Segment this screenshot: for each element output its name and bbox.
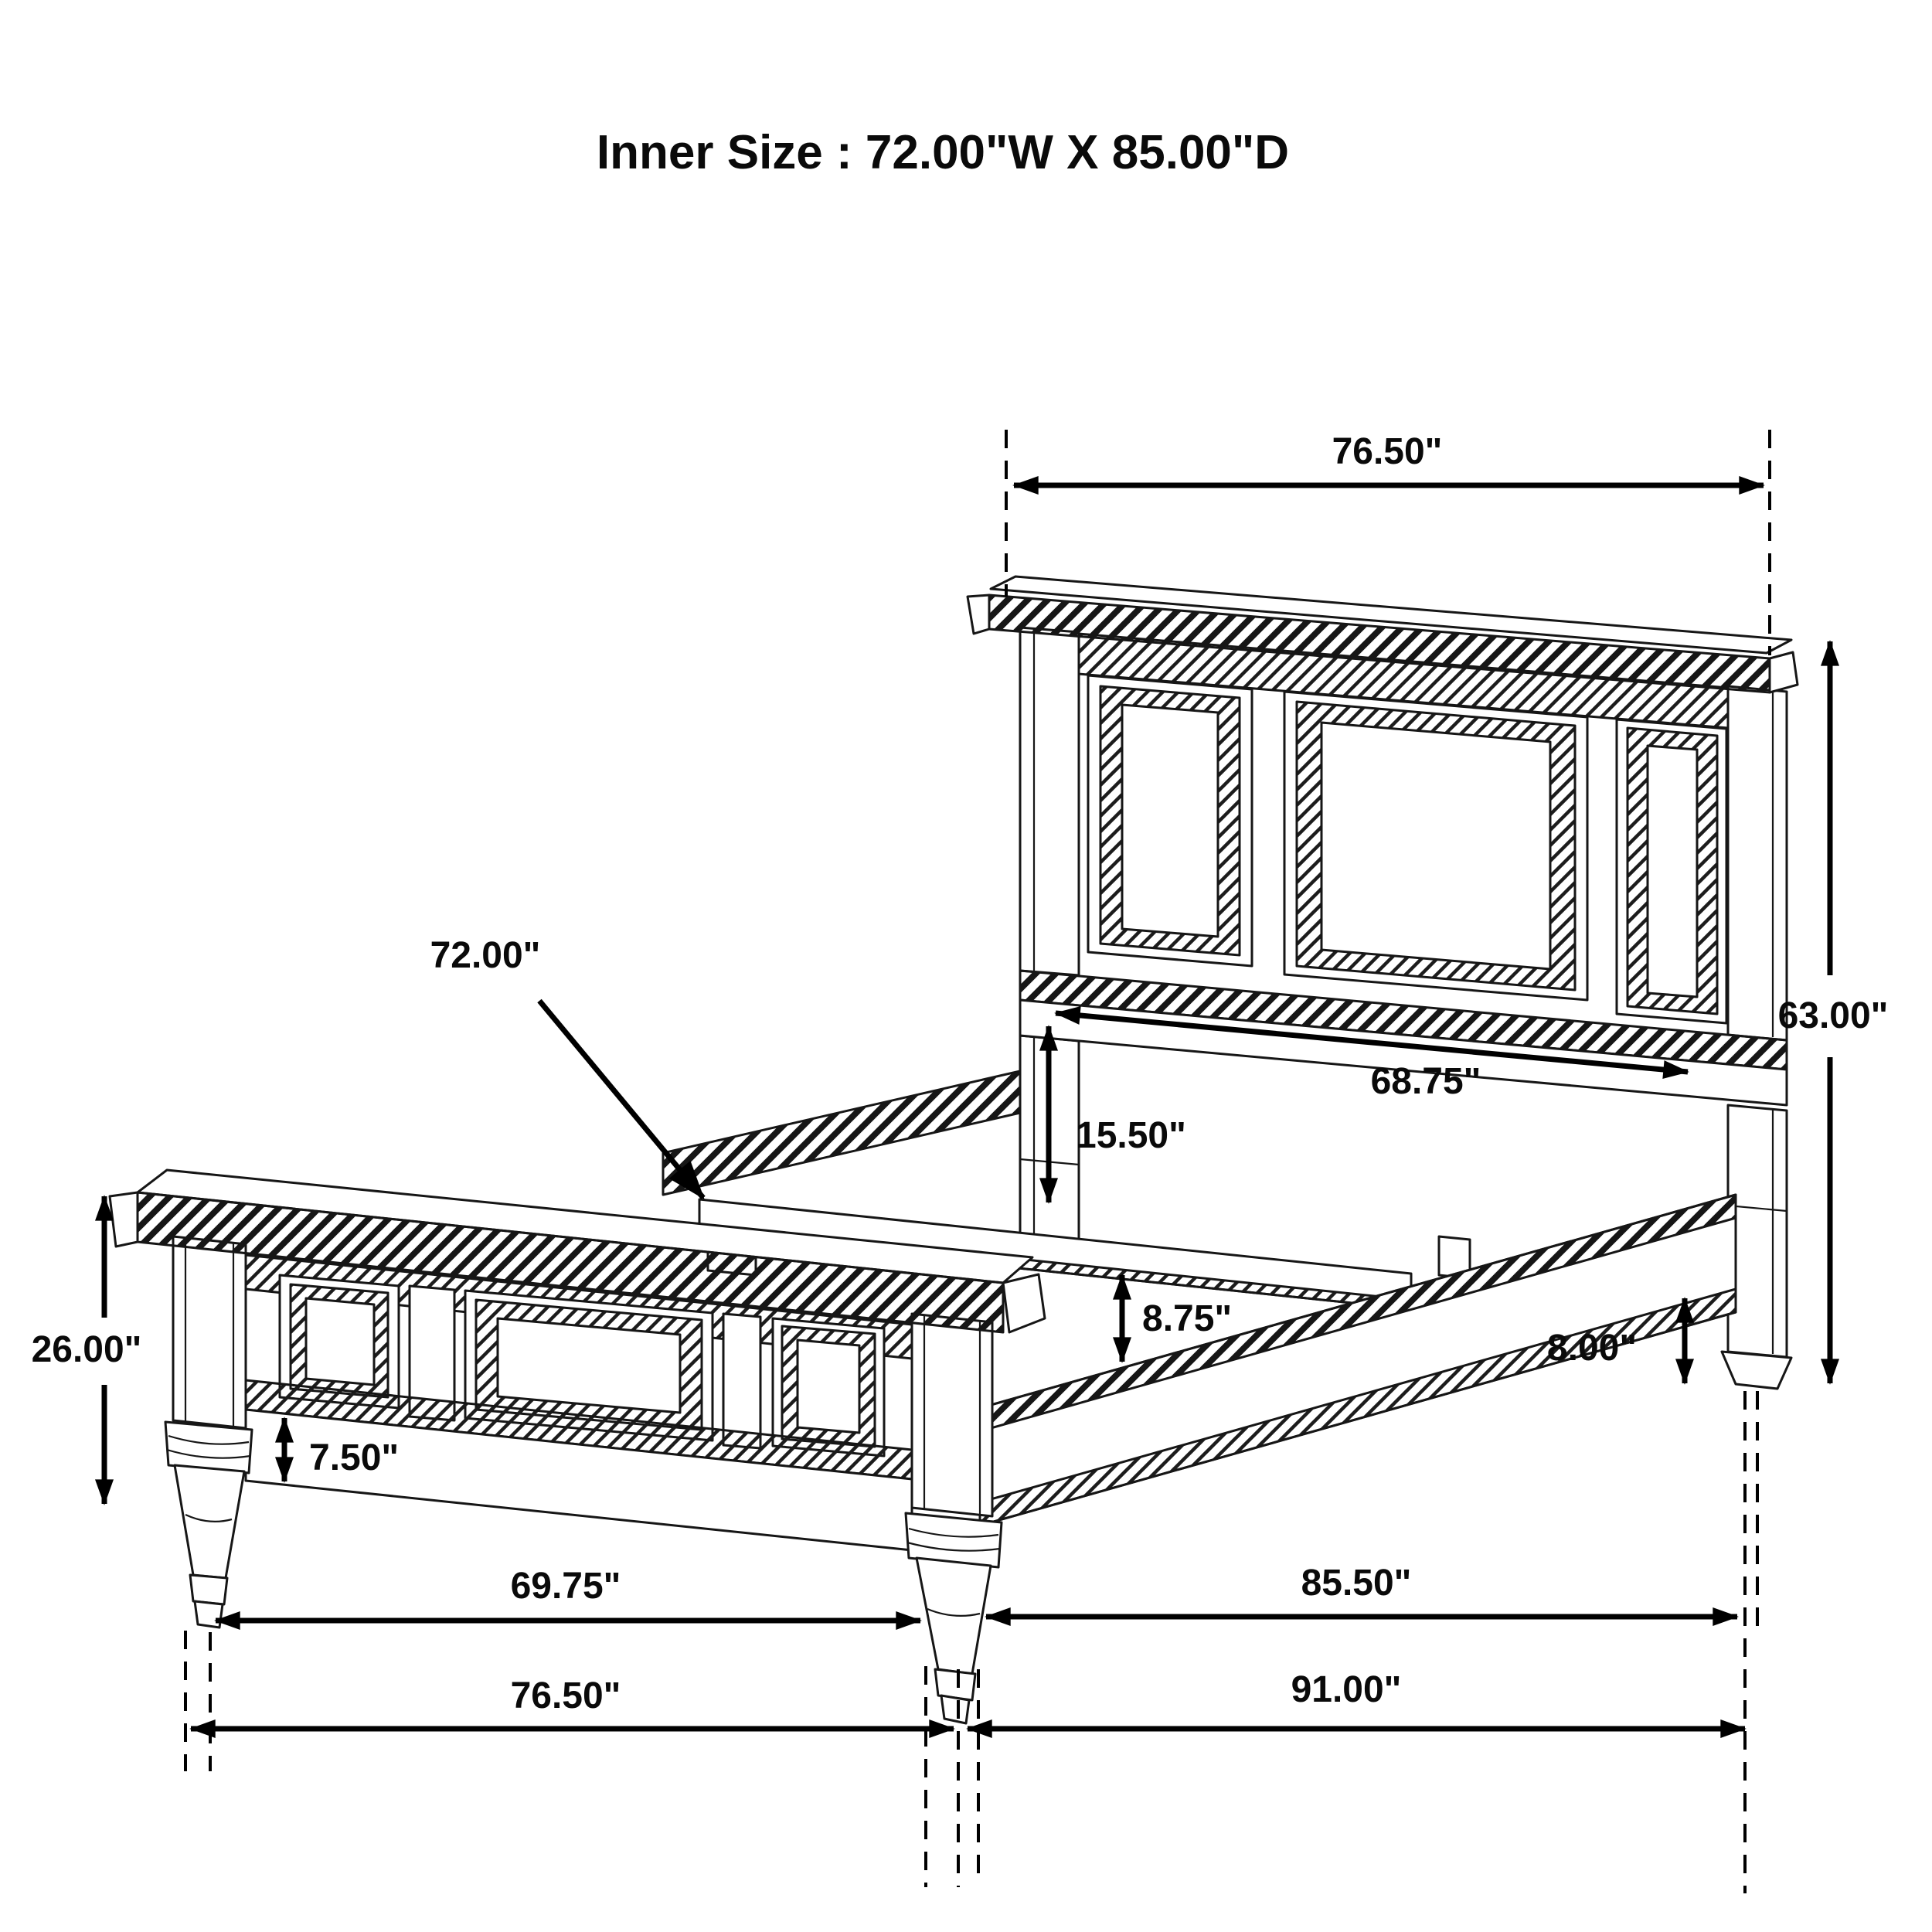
dimension-headboard-clearance: 15.50": [1039, 1025, 1186, 1204]
dimension-slat-height: 8.75": [1113, 1274, 1232, 1363]
footboard-center-panel: [464, 1289, 714, 1442]
headboard-cap-top: [989, 575, 1793, 655]
footboard-left-leg: [172, 1235, 247, 1430]
dimension-total-length: 91.00": [966, 1669, 1747, 1738]
dim-label-footboard-inner-width: 69.75": [511, 1566, 621, 1607]
dimension-footboard-height: 26.00": [32, 1195, 142, 1505]
dim-label-footboard-rail-height: 7.50": [309, 1437, 399, 1478]
dim-label-total-length: 91.00": [1291, 1669, 1402, 1710]
dimension-inner-rail-span: 68.75": [1054, 1005, 1689, 1102]
dimension-side-rail-length: 85.50": [985, 1563, 1739, 1626]
dimension-headboard-width: 76.50": [1012, 431, 1765, 495]
dim-label-side-rail-length: 85.50": [1301, 1563, 1412, 1604]
dimension-rail-floor-clearance: 8.00": [1547, 1297, 1694, 1385]
dim-label-rail-floor-clearance: 8.00": [1547, 1328, 1637, 1369]
dim-label-slat-width: 72.00": [430, 935, 541, 976]
dim-label-footboard-width: 76.50": [511, 1675, 621, 1716]
headboard-left-panel: [1087, 674, 1253, 968]
dim-label-footboard-height: 26.00": [32, 1329, 142, 1370]
projection-lines: [184, 430, 1771, 1893]
dimension-slat-width: 72.00": [430, 935, 706, 1200]
headboard-right-leg-foot: [1720, 1350, 1793, 1390]
footboard-right-foot: [904, 1512, 1003, 1725]
dim-label-headboard-clearance: 15.50": [1076, 1115, 1186, 1156]
headboard-cap-end-right: [1768, 651, 1799, 694]
diagram-title: Inner Size : 72.00"W X 85.00"D: [597, 126, 1289, 179]
footboard-cap-end-right: [1002, 1273, 1046, 1334]
side-rail-far: [662, 1070, 1022, 1196]
dimension-footboard-rail-height: 7.50": [275, 1417, 399, 1483]
dim-label-headboard-width: 76.50": [1332, 431, 1443, 472]
dim-label-slat-height: 8.75": [1142, 1298, 1232, 1339]
headboard: [966, 575, 1799, 1390]
footboard-left-panel: [278, 1274, 400, 1410]
dimension-footboard-inner-width: 69.75": [214, 1566, 922, 1630]
footboard-cap-end-left: [108, 1191, 139, 1248]
headboard-cap-end-left: [966, 594, 991, 635]
footboard-left-foot: [164, 1420, 253, 1629]
dimension-footboard-width: 76.50": [189, 1675, 955, 1738]
footboard: [108, 1168, 1046, 1725]
headboard-left-stile: [1019, 626, 1080, 977]
side-rail-near: [978, 1193, 1737, 1527]
headboard-right-panel: [1615, 718, 1728, 1025]
footboard-right-panel: [771, 1317, 886, 1458]
dim-label-inner-rail-span: 68.75": [1371, 1061, 1481, 1102]
footboard-stile-right: [722, 1312, 762, 1450]
headboard-center-panel: [1283, 690, 1589, 1002]
dim-label-headboard-height: 63.00": [1778, 995, 1889, 1036]
headboard-right-stile: [1726, 685, 1788, 1042]
dimension-headboard-height: 63.00": [1778, 640, 1889, 1385]
